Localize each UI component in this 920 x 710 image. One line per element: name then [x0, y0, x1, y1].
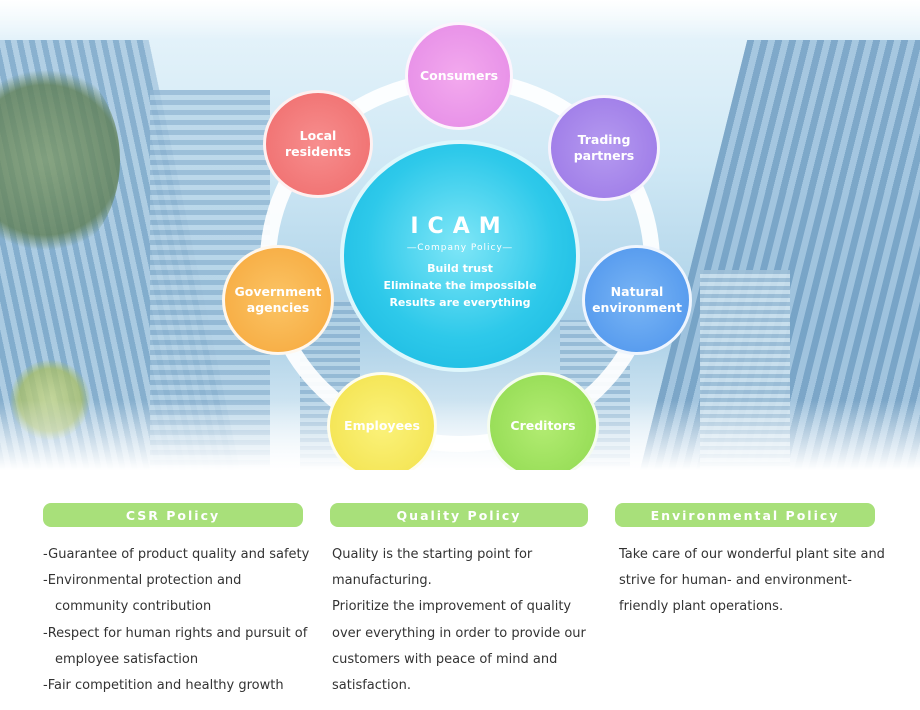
- paragraph: Prioritize the improvement of quality ov…: [332, 599, 586, 694]
- quality-policy-heading: Quality Policy: [330, 503, 588, 527]
- node-creditors: Creditors: [487, 372, 599, 470]
- center-lines: Build trust Eliminate the impossible Res…: [344, 261, 576, 310]
- center-title: ICAM: [410, 214, 510, 239]
- node-label: Employees: [344, 418, 420, 433]
- node-label: partners: [573, 148, 635, 163]
- node-label: agencies: [246, 300, 310, 315]
- node-trading-partners: Trading partners: [548, 95, 660, 201]
- list-item: -Guarantee of product quality and safety: [43, 547, 310, 562]
- node-label: Trading: [577, 132, 631, 147]
- node-label: environment: [592, 300, 682, 315]
- node-local-residents: Local residents: [263, 90, 373, 198]
- center-company-policy: ICAM ―Company Policy― Build trust Elimin…: [340, 140, 580, 372]
- tree-foliage: [0, 60, 120, 260]
- hero-background: ICAM ―Company Policy― Build trust Elimin…: [0, 0, 920, 470]
- center-subtitle: ―Company Policy―: [407, 243, 513, 253]
- csr-policy-heading: CSR Policy: [43, 503, 303, 527]
- csr-policy-list: -Guarantee of product quality and safety…: [43, 542, 313, 699]
- node-label: Natural: [610, 284, 664, 299]
- node-label: Consumers: [419, 68, 499, 83]
- node-label: residents: [284, 144, 352, 159]
- list-item: -Environmental protection and community …: [43, 573, 242, 615]
- node-label: Creditors: [510, 418, 576, 433]
- node-natural-environment: Natural environment: [582, 245, 692, 355]
- node-employees: Employees: [327, 372, 437, 470]
- paragraph: Take care of our wonderful plant site an…: [619, 547, 885, 615]
- node-label: Local: [299, 128, 337, 143]
- center-line: Build trust: [427, 262, 493, 275]
- list-item: -Fair competition and healthy growth: [43, 678, 284, 694]
- environmental-policy-text: Take care of our wonderful plant site an…: [619, 542, 889, 621]
- quality-policy-text: Quality is the starting point for manufa…: [332, 542, 594, 699]
- environmental-policy-heading: Environmental Policy: [615, 503, 875, 527]
- node-label: Government: [234, 284, 322, 299]
- center-line: Eliminate the impossible: [383, 279, 537, 292]
- list-item: -Respect for human rights and pursuit of…: [43, 625, 308, 667]
- paragraph: Quality is the starting point for manufa…: [332, 547, 533, 589]
- node-consumers: Consumers: [405, 22, 513, 130]
- center-line: Results are everything: [389, 296, 531, 309]
- node-government-agencies: Government agencies: [222, 245, 334, 355]
